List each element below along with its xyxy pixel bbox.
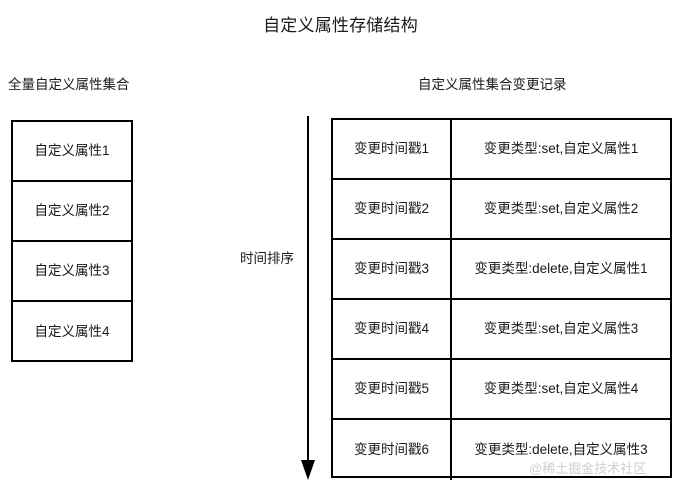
change-cell: 变更类型:set,自定义属性4	[483, 381, 639, 396]
watermark: @稀土掘金技术社区	[529, 461, 647, 476]
change-cell: 变更类型:set,自定义属性1	[483, 141, 639, 156]
attribute-cell: 自定义属性1	[34, 143, 110, 158]
attribute-cell: 自定义属性4	[34, 324, 110, 339]
table-row: 变更时间戳2 变更类型:set,自定义属性2	[333, 180, 670, 240]
change-cell: 变更类型:delete,自定义属性1	[474, 261, 648, 276]
change-cell: 变更类型:set,自定义属性3	[483, 321, 639, 336]
table-row: 自定义属性4	[13, 302, 131, 362]
page-title: 自定义属性存储结构	[263, 16, 418, 35]
timestamp-cell: 变更时间戳1	[333, 120, 452, 178]
table-row: 变更时间戳3 变更类型:delete,自定义属性1	[333, 240, 670, 300]
table-row: 变更时间戳1 变更类型:set,自定义属性1	[333, 120, 670, 180]
timestamp-cell: 变更时间戳3	[333, 240, 452, 298]
attribute-cell: 自定义属性3	[34, 263, 110, 278]
table-row: 自定义属性3	[13, 242, 131, 302]
timestamp-cell: 变更时间戳2	[333, 180, 452, 238]
time-order-arrow-icon	[301, 116, 315, 480]
left-column-header: 全量自定义属性集合	[8, 77, 130, 92]
timestamp-cell: 变更时间戳4	[333, 300, 452, 358]
table-row: 变更时间戳6 变更类型:delete,自定义属性3	[333, 420, 670, 480]
right-column-header: 自定义属性集合变更记录	[418, 77, 567, 92]
timestamp-cell: 变更时间戳5	[333, 360, 452, 418]
table-row: 自定义属性2	[13, 182, 131, 242]
table-row: 变更时间戳4 变更类型:set,自定义属性3	[333, 300, 670, 360]
timestamp-cell: 变更时间戳6	[333, 420, 452, 480]
table-row: 自定义属性1	[13, 122, 131, 182]
change-cell: 变更类型:delete,自定义属性3	[474, 442, 648, 457]
changelog-table: 变更时间戳1 变更类型:set,自定义属性1 变更时间戳2 变更类型:set,自…	[331, 118, 672, 480]
table-row: 变更时间戳5 变更类型:set,自定义属性4	[333, 360, 670, 420]
time-order-label: 时间排序	[240, 251, 294, 266]
attributes-table: 自定义属性1 自定义属性2 自定义属性3 自定义属性4	[11, 120, 133, 362]
attribute-cell: 自定义属性2	[34, 203, 110, 218]
change-cell: 变更类型:set,自定义属性2	[483, 201, 639, 216]
